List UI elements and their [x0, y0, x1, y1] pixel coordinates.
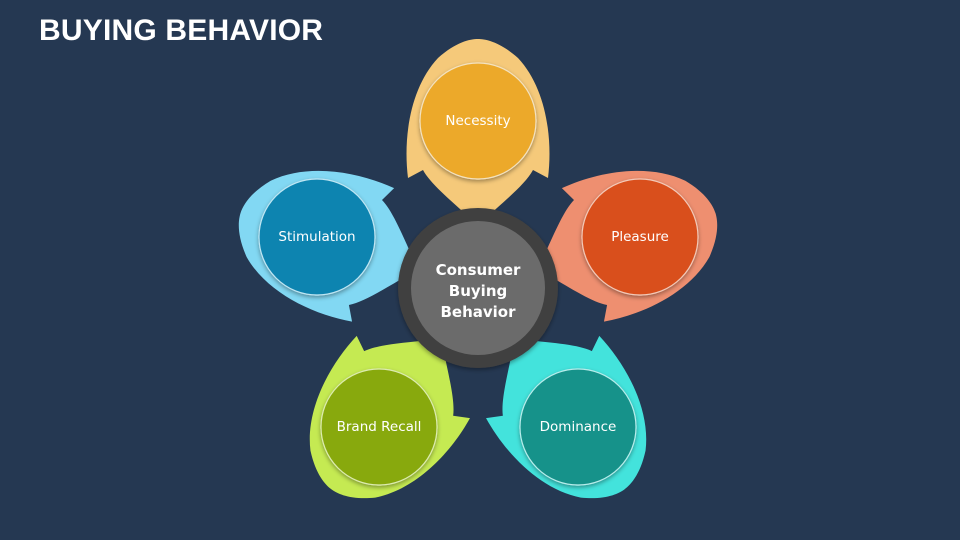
node-brand-recall: Brand Recall — [320, 368, 438, 486]
center-hub: Consumer Buying Behavior — [398, 208, 558, 368]
node-dominance: Dominance — [519, 368, 637, 486]
node-pleasure: Pleasure — [581, 178, 699, 296]
node-label-stimulation: Stimulation — [278, 229, 355, 245]
slide-title: BUYING BEHAVIOR — [39, 14, 324, 47]
node-stimulation: Stimulation — [258, 178, 376, 296]
center-label-line-3: Behavior — [440, 303, 516, 321]
center-label-line-1: Consumer — [436, 261, 521, 279]
node-label-pleasure: Pleasure — [611, 229, 669, 245]
node-label-necessity: Necessity — [445, 113, 510, 129]
node-label-dominance: Dominance — [540, 419, 617, 435]
node-necessity: Necessity — [419, 62, 537, 180]
center-disc — [411, 221, 545, 355]
node-label-brand-recall: Brand Recall — [337, 419, 422, 435]
center-label-line-2: Buying — [449, 282, 507, 300]
